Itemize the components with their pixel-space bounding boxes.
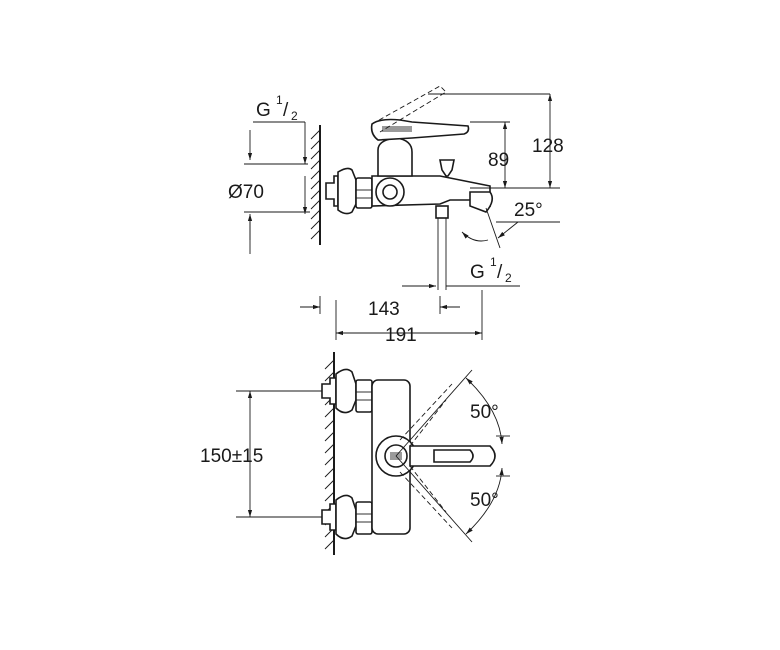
dim-89 bbox=[470, 121, 510, 188]
wall-connector bbox=[325, 175, 339, 207]
thread-outlet-sup: 1 bbox=[490, 255, 497, 269]
mixer-body bbox=[371, 175, 494, 213]
cartridge bbox=[377, 137, 413, 177]
thread-top-callout bbox=[244, 121, 308, 165]
rotation-outlines bbox=[395, 369, 473, 543]
dim-143-label: 143 bbox=[368, 299, 400, 320]
lever bbox=[370, 118, 470, 141]
dim-191-label: 191 bbox=[385, 325, 417, 346]
dim-spout-angle bbox=[461, 207, 560, 249]
dim-89-label: 89 bbox=[488, 150, 509, 171]
dim-diameter-label: Ø70 bbox=[228, 182, 264, 203]
dim-spout-angle-label: 25° bbox=[514, 200, 543, 221]
union-nut bbox=[355, 177, 373, 209]
thread-outlet-main: G bbox=[470, 262, 485, 283]
dim-centers-label: 150±15 bbox=[200, 446, 263, 467]
rotation-down-label: 50° bbox=[470, 490, 499, 511]
dim-143 bbox=[300, 296, 460, 314]
diverter-knob bbox=[439, 159, 455, 177]
rosette bbox=[337, 167, 357, 215]
lower-connector bbox=[321, 494, 373, 540]
hose-outlet bbox=[435, 205, 449, 219]
thread-outlet-slash: / bbox=[497, 262, 503, 283]
lever-front bbox=[409, 445, 496, 467]
wall-side bbox=[310, 125, 321, 245]
thread-top-sub: 2 bbox=[291, 109, 298, 123]
side-view: 128 89 G 1 / 2 Ø70 bbox=[228, 85, 564, 346]
upper-connector bbox=[321, 368, 373, 414]
rotation-up-label: 50° bbox=[470, 402, 499, 423]
dim-128-label: 128 bbox=[532, 136, 564, 157]
dim-centers bbox=[236, 390, 322, 518]
thread-outlet-sub: 2 bbox=[505, 271, 512, 285]
thread-top-main: G bbox=[256, 100, 271, 121]
rotation-arcs bbox=[465, 377, 510, 535]
lever-swing-outline bbox=[371, 85, 550, 133]
dim-128 bbox=[470, 94, 560, 189]
thread-top-slash: / bbox=[283, 100, 289, 121]
front-view: 50° 50° 150±15 bbox=[200, 352, 510, 555]
dim-191 bbox=[335, 290, 483, 340]
dim-diameter bbox=[244, 176, 310, 254]
thread-top-sup: 1 bbox=[276, 93, 283, 107]
